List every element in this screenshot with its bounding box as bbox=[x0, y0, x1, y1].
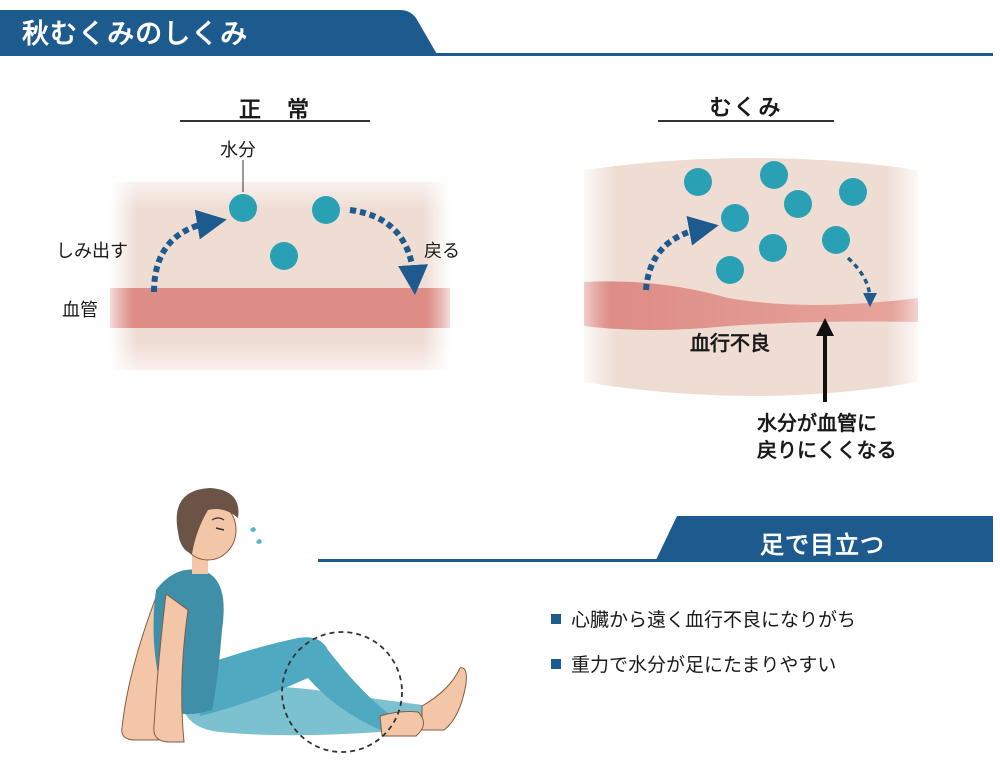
bullet-item: 心臓から遠く血行不良になりがち bbox=[551, 605, 856, 632]
legs-heading-banner bbox=[655, 516, 993, 562]
water-label: 水分 bbox=[220, 140, 256, 161]
circulation-label: 血行不良 bbox=[690, 331, 770, 355]
seep-arrow bbox=[151, 209, 227, 293]
title-banner bbox=[0, 10, 438, 56]
arm bbox=[153, 593, 189, 743]
woman-illustration bbox=[121, 488, 467, 753]
swelling-note-line-2: 戻りにくくなる bbox=[757, 438, 897, 462]
seep-arrow bbox=[643, 215, 719, 291]
bullet-item: 重力で水分が足にたまりやすい bbox=[551, 650, 836, 677]
page-title: 秋むくみのしくみ bbox=[22, 19, 249, 50]
sweat-drops bbox=[250, 527, 262, 544]
foot bbox=[421, 667, 467, 731]
vessel-label: 血管 bbox=[62, 300, 98, 321]
swelling-diagram bbox=[584, 158, 918, 402]
square-bullet-icon bbox=[551, 658, 561, 669]
blood-vessel bbox=[110, 288, 450, 328]
water-drop bbox=[784, 190, 812, 218]
square-bullet-icon bbox=[551, 613, 561, 624]
normal-heading: 正 常 bbox=[238, 98, 311, 123]
bullet-text: 重力で水分が足にたまりやすい bbox=[571, 654, 837, 676]
water-drop bbox=[759, 234, 787, 262]
water-drop bbox=[229, 194, 257, 222]
water-drop bbox=[822, 226, 850, 254]
swollen-tissue bbox=[584, 158, 918, 396]
water-drop bbox=[839, 178, 867, 206]
water-drop bbox=[270, 242, 298, 270]
return-arrow bbox=[349, 207, 428, 295]
foot bbox=[379, 711, 424, 737]
return-label: 戻る bbox=[424, 241, 460, 262]
water-drop bbox=[684, 168, 712, 196]
seep-label: しみ出す bbox=[56, 241, 128, 262]
normal-diagram bbox=[110, 160, 450, 370]
narrowed-blood-vessel bbox=[584, 281, 918, 330]
swelling-heading-rule bbox=[658, 120, 834, 122]
swelling-heading: むくみ bbox=[709, 96, 783, 121]
leg bbox=[190, 637, 392, 730]
bullet-text: 心臓から遠く血行不良になりがち bbox=[571, 609, 857, 631]
legs-heading: 足で目立つ bbox=[760, 531, 885, 559]
water-drop bbox=[760, 161, 788, 189]
water-drop bbox=[716, 256, 744, 284]
swelling-note-line-1: 水分が血管に bbox=[757, 411, 877, 435]
title-underline bbox=[0, 53, 993, 56]
water-drop bbox=[721, 204, 749, 232]
hair bbox=[176, 488, 239, 554]
normal-heading-rule bbox=[180, 120, 370, 122]
weak-return-arrow bbox=[846, 256, 877, 307]
legs-heading-rule bbox=[318, 559, 993, 562]
focus-circle bbox=[281, 631, 403, 753]
water-drop bbox=[312, 196, 340, 224]
